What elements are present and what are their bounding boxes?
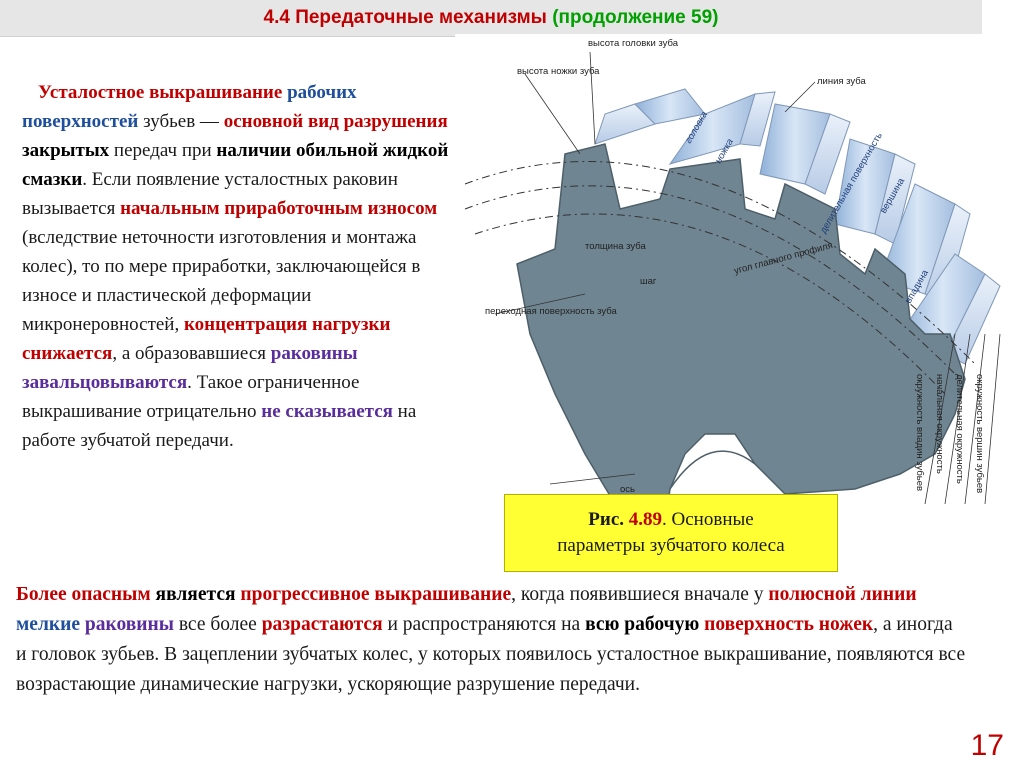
gear-body bbox=[516, 143, 966, 525]
label-circle-tops: окружность вершин зубьев bbox=[974, 374, 985, 493]
label-thickness: толщина зуба bbox=[585, 241, 646, 252]
gear-illustration: высота головки зуба высота ножки зуба ли… bbox=[464, 38, 1001, 525]
term-fatigue: Усталостное выкрашивание bbox=[38, 82, 283, 103]
pitch-circles bbox=[464, 161, 976, 395]
page-number: 17 bbox=[970, 729, 1004, 762]
label-circle-roots: окружность впадин зубьев bbox=[914, 374, 925, 491]
label-pitch: шаг bbox=[640, 276, 657, 287]
label-dedendum: высота ножки зуба bbox=[517, 66, 600, 77]
title-subtitle: (продолжение 59) bbox=[552, 7, 719, 28]
slide-title: 4.4 Передаточные механизмы (продолжение … bbox=[0, 0, 982, 37]
label-tooth-line: линия зуба bbox=[817, 76, 867, 87]
label-transition: переходная поверхность зуба bbox=[485, 306, 617, 317]
gear-diagram: высота головки зуба высота ножки зуба ли… bbox=[455, 34, 1024, 542]
title-number: 4.4 bbox=[263, 7, 290, 28]
label-circle-pitch: делительная окружность bbox=[954, 374, 965, 484]
label-addendum: высота головки зуба bbox=[588, 38, 679, 49]
bottom-paragraph: Более опасным является прогрессивное вык… bbox=[16, 584, 966, 695]
label-circle-initial: начальная окружность bbox=[934, 374, 945, 474]
figure-caption: Рис. 4.89. Основные параметры зубчатого … bbox=[504, 494, 838, 572]
label-axis: ось bbox=[620, 484, 635, 495]
title-text: Передаточные механизмы bbox=[295, 7, 547, 28]
leader-lines bbox=[494, 51, 1001, 505]
left-paragraph: Усталостное выкрашивание рабочих поверхн… bbox=[22, 82, 449, 451]
tooth-band bbox=[594, 88, 1001, 365]
